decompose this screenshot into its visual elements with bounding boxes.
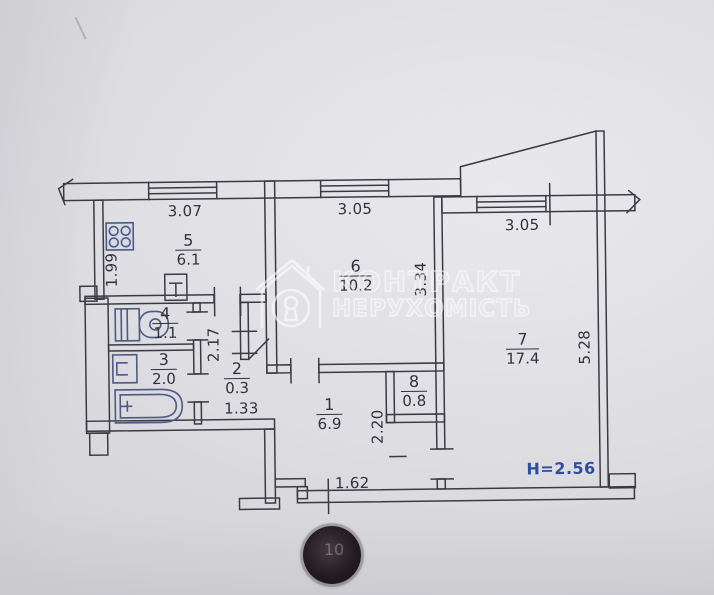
dim-room1-depth: 2.20 [368,409,387,445]
dim-room6-depth: 3.34 [411,261,430,297]
room-area: 17.4 [505,348,540,368]
room8-label: 8 0.8 [400,372,428,410]
room-area: 1.1 [153,323,178,342]
room-area: 6.1 [176,250,201,269]
divider-room3-room4 [107,343,195,352]
left-walls [79,199,111,457]
room4-label: 4 1.1 [151,304,179,342]
ceiling-height-label: H=2.56 [526,458,596,479]
dim-kitchen-width: 3.07 [167,201,203,221]
dim-room6-width: 3.05 [337,199,373,219]
room3-label: 3 2.0 [150,350,178,388]
room-number: 6 [338,257,373,277]
room-number: 2 [223,359,251,379]
hall-partition [231,301,270,361]
room-area: 0.8 [402,391,427,410]
room7-top-wall [441,182,641,226]
room-number: 7 [505,329,540,350]
exterior-top-wall [57,177,462,206]
wall-break-icon [57,178,74,206]
wall-pilaster [88,432,109,457]
room-area: 2.0 [151,369,177,388]
ventilation-shaft-icon [163,273,188,302]
room-number: 4 [151,304,179,324]
dim-entry-width: 1.62 [334,473,370,493]
divider-room5-room6 [263,180,278,374]
entry-walls [238,428,637,515]
room6-label: 6 10.2 [338,257,373,295]
window-room6 [319,178,390,199]
window-kitchen [147,180,218,201]
dim-kitchen-depth: 1.99 [102,252,121,288]
room-number: 5 [175,231,202,251]
room-area: 10.2 [339,275,373,295]
opening-tick [548,182,551,226]
scan-mark [74,16,87,40]
door-swing [247,338,270,361]
dim-hall-depth: 2.17 [204,327,223,363]
hole-punch: 10 [303,526,361,584]
room7-label: 7 17.4 [505,329,540,368]
bathtub-icon [114,388,184,424]
room-number: 1 [316,395,343,415]
bath-bottom-wall [85,418,276,433]
bathroom-right-wall [186,302,210,425]
room2-label: 2 0.3 [223,359,251,397]
window-room7 [476,194,547,214]
right-exterior-wall [595,130,610,488]
hole-punch-label: 10 [323,539,345,559]
balcony-outline [459,130,597,198]
stove-icon [105,221,135,251]
divider-room7 [430,196,454,490]
dim-room7-depth: 5.28 [575,329,594,365]
room-number: 3 [150,350,177,370]
dim-room7-width: 3.05 [504,215,540,235]
room-area: 0.3 [225,378,250,397]
wall-pilaster [79,285,98,303]
room-number: 8 [400,372,428,392]
room1-label: 1 6.9 [316,395,343,433]
toilet-icon [114,307,170,342]
wall-break-icon [625,189,641,214]
room5-label: 5 6.1 [175,231,202,268]
room-area: 6.9 [317,414,342,433]
dim-hall-width: 1.33 [223,399,259,418]
sink-icon [111,353,138,384]
